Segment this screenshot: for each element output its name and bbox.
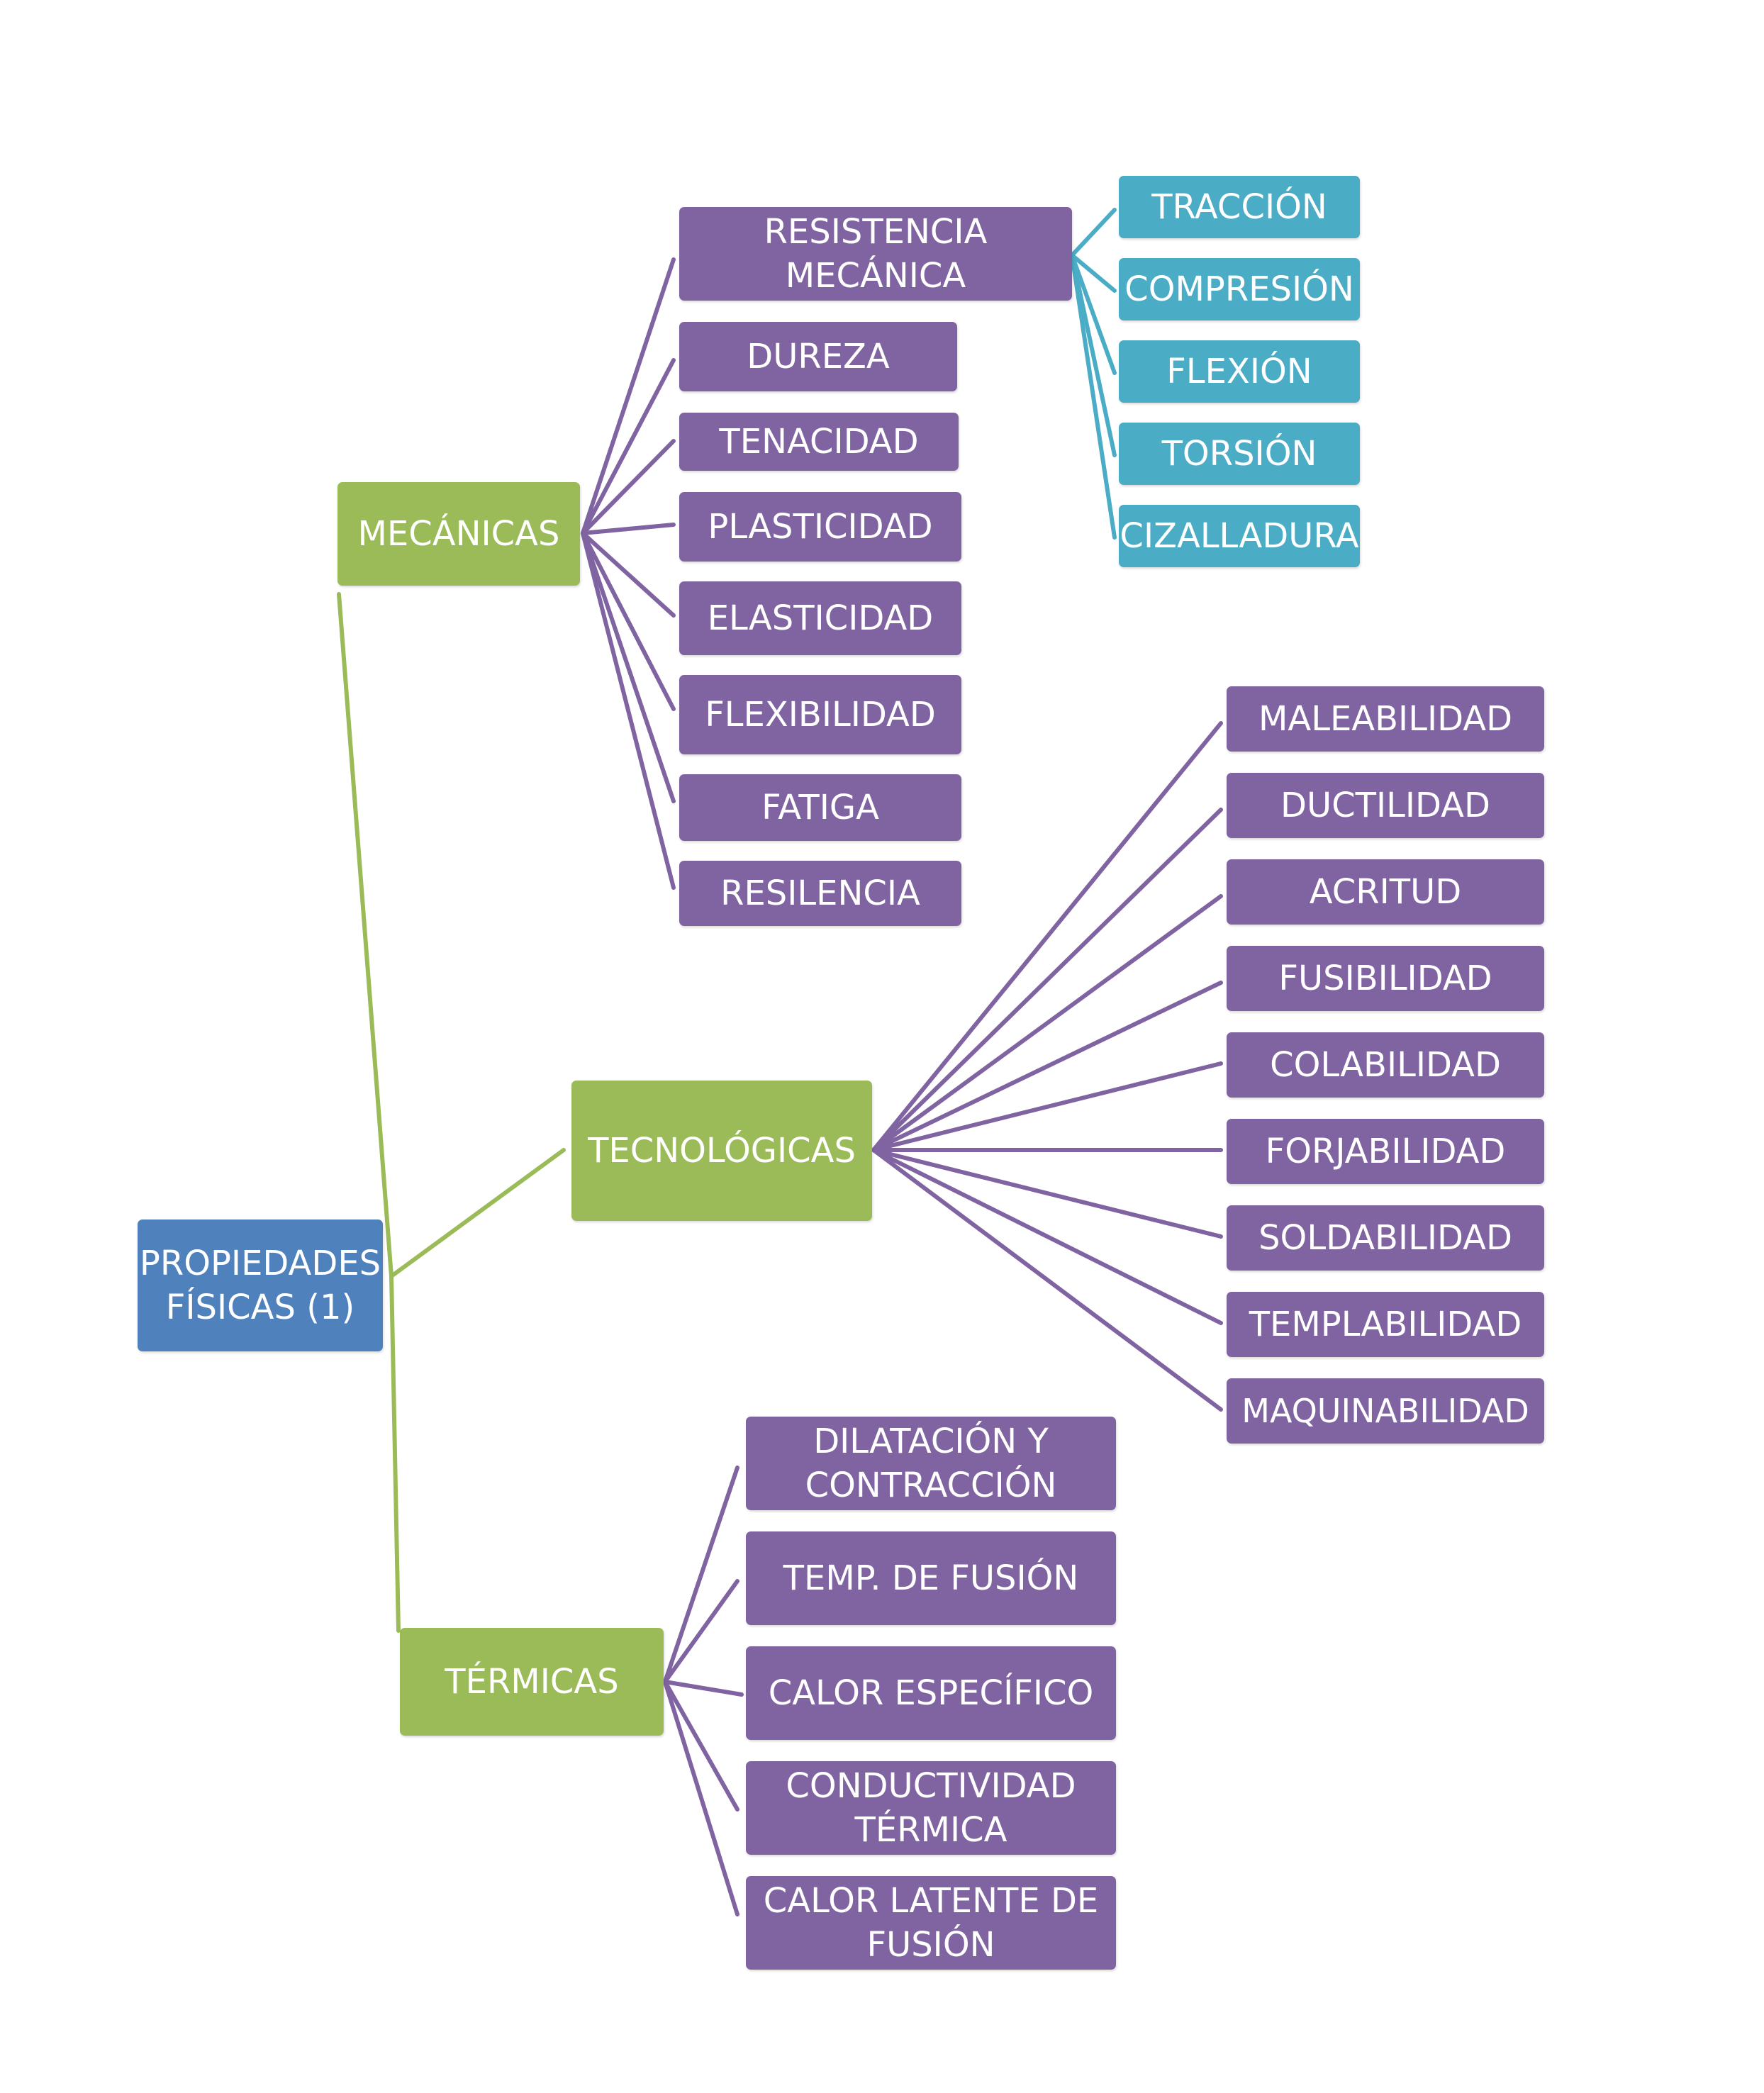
prop-templabilidad: TEMPLABILIDAD <box>1227 1292 1544 1357</box>
sub-label: TRACCIÓN <box>1151 187 1327 227</box>
prop-label: COLABILIDAD <box>1270 1045 1501 1085</box>
sub-traccion: TRACCIÓN <box>1119 176 1360 238</box>
prop-maleabilidad: MALEABILIDAD <box>1227 686 1544 752</box>
root-label: PROPIEDADES FÍSICAS (1) <box>139 1244 381 1327</box>
sub-compresion: COMPRESIÓN <box>1119 258 1360 320</box>
prop-resilencia: RESILENCIA <box>679 861 961 926</box>
link-resistencia-flexion <box>1070 253 1117 375</box>
prop-label: RESISTENCIA MECÁNICA <box>764 212 988 296</box>
prop-dureza: DUREZA <box>679 322 957 391</box>
prop-label: ELASTICIDAD <box>707 598 934 638</box>
prop-acritud: ACRITUD <box>1227 859 1544 925</box>
prop-label: FUSIBILIDAD <box>1278 959 1492 998</box>
link-tecnologicas-acritud <box>871 894 1223 1152</box>
link-tecnologicas-fusibilidad <box>871 981 1223 1152</box>
link-termicas-calor-especifico <box>663 1680 744 1697</box>
prop-colabilidad: COLABILIDAD <box>1227 1032 1544 1098</box>
link-resistencia-compresion <box>1070 253 1117 293</box>
prop-label: ACRITUD <box>1309 872 1462 912</box>
prop-label: CALOR ESPECÍFICO <box>768 1673 1094 1713</box>
root-node: PROPIEDADES FÍSICAS (1) <box>138 1219 383 1351</box>
prop-ductilidad: DUCTILIDAD <box>1227 773 1544 838</box>
link-tecnologicas-ductilidad <box>871 808 1223 1152</box>
prop-label: TENACIDAD <box>719 422 919 462</box>
prop-fatiga: FATIGA <box>679 774 961 841</box>
link-root-tecnologicas <box>389 1148 566 1278</box>
category-termicas-label: TÉRMICAS <box>445 1662 619 1702</box>
prop-label: TEMPLABILIDAD <box>1249 1305 1522 1344</box>
sub-label: COMPRESIÓN <box>1124 269 1354 309</box>
prop-label: TEMP. DE FUSIÓN <box>783 1558 1079 1598</box>
prop-resistencia-mecanica: RESISTENCIA MECÁNICA <box>679 207 1072 301</box>
category-tecnologicas: TECNOLÓGICAS <box>571 1081 872 1221</box>
prop-label: CONDUCTIVIDAD TÉRMICA <box>786 1766 1076 1850</box>
prop-tenacidad: TENACIDAD <box>679 413 959 471</box>
prop-calor-especifico: CALOR ESPECÍFICO <box>746 1646 1116 1740</box>
category-tecnologicas-label: TECNOLÓGICAS <box>588 1131 856 1171</box>
link-tecnologicas-templabilidad <box>871 1148 1223 1325</box>
sub-label: CIZALLADURA <box>1120 516 1359 556</box>
category-termicas: TÉRMICAS <box>400 1628 664 1736</box>
link-mecanicas-flexibilidad <box>581 531 676 711</box>
prop-label: MAQUINABILIDAD <box>1241 1392 1529 1430</box>
prop-label: MALEABILIDAD <box>1258 699 1513 739</box>
link-mecanicas-tenacidad <box>581 439 676 535</box>
prop-label: DILATACIÓN Y CONTRACCIÓN <box>805 1422 1057 1505</box>
sub-flexion: FLEXIÓN <box>1119 340 1360 403</box>
prop-plasticidad: PLASTICIDAD <box>679 492 961 562</box>
link-mecanicas-plasticidad <box>581 523 676 535</box>
link-tecnologicas-maleabilidad <box>871 721 1223 1152</box>
link-tecnologicas-soldabilidad <box>871 1148 1223 1239</box>
link-tecnologicas-maquinabilidad <box>871 1148 1223 1412</box>
prop-label: FORJABILIDAD <box>1265 1132 1506 1171</box>
prop-soldabilidad: SOLDABILIDAD <box>1227 1205 1544 1271</box>
prop-label: RESILENCIA <box>720 874 920 913</box>
prop-conductividad-termica: CONDUCTIVIDAD TÉRMICA <box>746 1761 1116 1855</box>
sub-label: TORSIÓN <box>1161 434 1317 474</box>
prop-label: PLASTICIDAD <box>708 507 933 547</box>
link-termicas-conductividad <box>663 1680 739 1812</box>
prop-label: FATIGA <box>761 788 879 827</box>
prop-forjabilidad: FORJABILIDAD <box>1227 1119 1544 1184</box>
prop-label: CALOR LATENTE DE FUSIÓN <box>763 1881 1099 1965</box>
prop-fusibilidad: FUSIBILIDAD <box>1227 946 1544 1011</box>
link-mecanicas-dureza <box>581 358 676 535</box>
link-resistencia-cizalladura <box>1070 253 1117 540</box>
category-mecanicas-label: MECÁNICAS <box>357 514 560 554</box>
link-root-mecanicas <box>337 592 393 1278</box>
prop-label: DUCTILIDAD <box>1280 786 1490 825</box>
prop-label: FLEXIBILIDAD <box>705 695 936 735</box>
link-root-termicas <box>389 1274 401 1633</box>
link-termicas-dilatacion <box>663 1466 739 1684</box>
prop-label: SOLDABILIDAD <box>1258 1218 1512 1258</box>
link-mecanicas-elasticidad <box>581 531 676 618</box>
category-mecanicas: MECÁNICAS <box>337 482 580 586</box>
prop-calor-latente-fusion: CALOR LATENTE DE FUSIÓN <box>746 1876 1116 1970</box>
link-tecnologicas-colabilidad <box>871 1061 1223 1152</box>
prop-dilatacion-contraccion: DILATACIÓN Y CONTRACCIÓN <box>746 1417 1116 1510</box>
link-mecanicas-resistencia <box>581 257 676 535</box>
link-termicas-temp-fusion <box>663 1579 739 1684</box>
link-termicas-calor-latente <box>663 1680 739 1916</box>
prop-maquinabilidad: MAQUINABILIDAD <box>1227 1378 1544 1444</box>
prop-flexibilidad: FLEXIBILIDAD <box>679 675 961 754</box>
sub-torsion: TORSIÓN <box>1119 423 1360 485</box>
sub-label: FLEXIÓN <box>1166 352 1312 391</box>
prop-elasticidad: ELASTICIDAD <box>679 581 961 655</box>
link-mecanicas-resilencia <box>581 531 676 890</box>
sub-cizalladura: CIZALLADURA <box>1119 505 1360 567</box>
link-mecanicas-fatiga <box>581 531 676 803</box>
prop-label: DUREZA <box>747 337 890 376</box>
link-resistencia-traccion <box>1070 208 1117 257</box>
prop-temp-fusion: TEMP. DE FUSIÓN <box>746 1531 1116 1625</box>
